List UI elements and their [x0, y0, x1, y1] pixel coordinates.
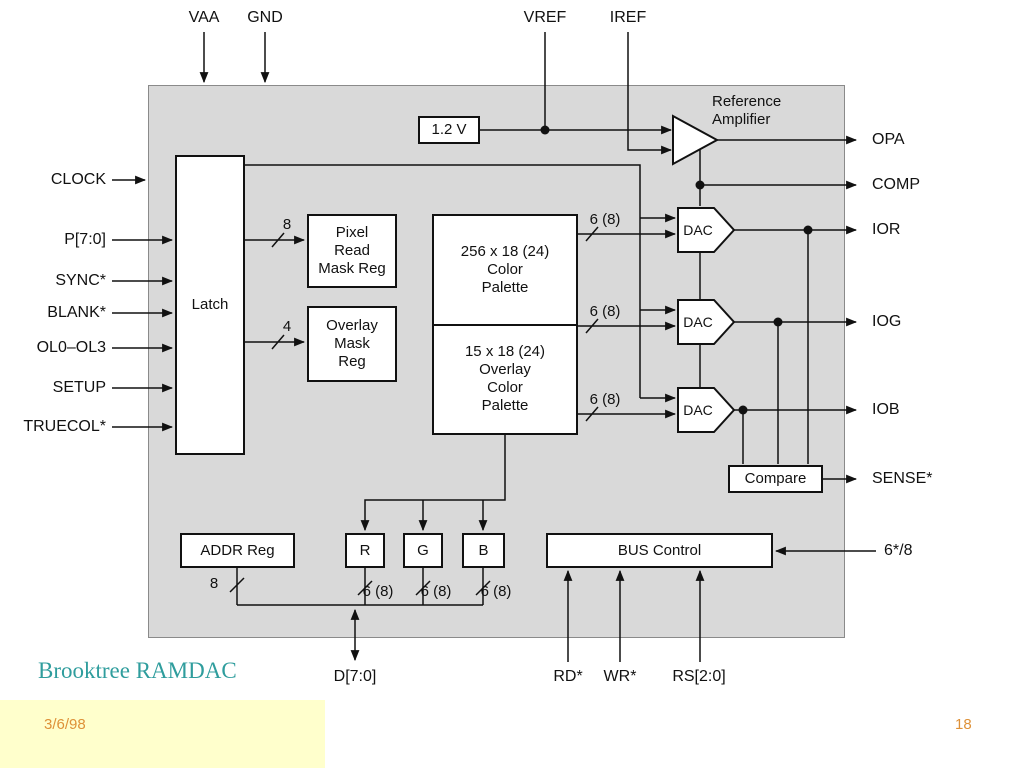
pin-label-ol0-ol3: OL0–OL3 [36, 339, 106, 356]
color-palette-block: 256 x 18 (24) Color Palette 15 x 18 (24)… [432, 214, 578, 435]
addr-reg-block: ADDR Reg [180, 533, 295, 568]
dac-red-label: DAC [683, 222, 713, 238]
wire-latch-direct [245, 164, 641, 398]
bus-slash [357, 580, 373, 596]
dac-red-shape [677, 207, 736, 253]
bus-slash [271, 334, 285, 350]
latch-block: Latch [175, 155, 245, 455]
junction-dot [695, 180, 705, 190]
pin-label-ior: IOR [872, 221, 901, 238]
pin-label-wr: WR* [603, 668, 637, 685]
bus-control-label: BUS Control [617, 541, 702, 559]
bus-control-block: BUS Control [546, 533, 773, 568]
dac-green-shape [677, 299, 736, 345]
compare-label: Compare [744, 470, 807, 487]
bus-slash [271, 232, 285, 248]
bus-width-data-r: 6 (8) [362, 583, 394, 600]
bus-width-dac-b: 6 (8) [589, 391, 621, 408]
dac-green-label: DAC [683, 314, 713, 330]
pin-label-vaa: VAA [188, 9, 220, 26]
addr-reg-label: ADDR Reg [200, 541, 275, 559]
junction-dot [773, 317, 783, 327]
reference-amplifier-shape [672, 114, 720, 166]
junction-dot [738, 405, 748, 415]
wire-palette-r [360, 435, 506, 532]
bus-slash [415, 580, 431, 596]
junction-dot [803, 225, 813, 235]
pin-label-iref: IREF [609, 9, 647, 26]
bus-width-pixel: 8 [282, 216, 292, 233]
junction-dots [540, 125, 813, 415]
pin-label-blank: BLANK* [47, 304, 106, 321]
latch-label: Latch [191, 296, 229, 313]
bus-slash [585, 226, 599, 242]
pin-label-rs20: RS[2:0] [672, 668, 726, 685]
reference-voltage-label: 1.2 V [431, 121, 467, 138]
color-palette-label: 256 x 18 (24) Color Palette [460, 242, 550, 296]
pin-label-clock: CLOCK [50, 171, 106, 188]
overlay-mask-reg-block: Overlay Mask Reg [307, 306, 397, 382]
pixel-read-mask-reg-label: Pixel Read Mask Reg [318, 224, 386, 277]
reference-voltage-block: 1.2 V [418, 116, 480, 144]
overlay-color-palette-label: 15 x 18 (24) Overlay Color Palette [434, 323, 576, 434]
pin-label-truecol: TRUECOL* [23, 418, 106, 435]
pin-label-setup: SETUP [52, 379, 106, 396]
footer-date: 3/6/98 [44, 716, 86, 733]
footer-highlight-band [0, 700, 325, 768]
diagram-caption: Brooktree RAMDAC [38, 658, 237, 683]
pin-label-sync: SYNC* [55, 272, 106, 289]
bus-slash [585, 406, 599, 422]
pixel-read-mask-reg-block: Pixel Read Mask Reg [307, 214, 397, 288]
bus-width-data-b: 6 (8) [480, 583, 512, 600]
red-label: R [359, 541, 371, 559]
pin-label-gnd: GND [247, 9, 283, 26]
wire-iref [627, 32, 673, 155]
bus-width-dac-r: 6 (8) [589, 211, 621, 228]
pin-label-rd: RD* [553, 668, 583, 685]
pin-label-d70: D[7:0] [333, 668, 377, 685]
bus-width-dac-g: 6 (8) [589, 303, 621, 320]
pin-label-vref: VREF [523, 9, 567, 26]
red-block: R [345, 533, 385, 568]
green-label: G [417, 541, 429, 559]
bus-slash [229, 577, 245, 593]
wires [112, 32, 876, 662]
pin-label-sense: SENSE* [872, 470, 933, 487]
bus-width-overlay: 4 [282, 318, 292, 335]
bus-slashes [229, 226, 599, 596]
pin-label-6-8: 6*/8 [884, 542, 913, 559]
reference-amplifier-label: Reference Amplifier [712, 93, 782, 128]
overlay-mask-reg-label: Overlay Mask Reg [326, 317, 378, 370]
shapes [672, 114, 736, 433]
pin-label-iog: IOG [872, 313, 902, 330]
junction-dot [540, 125, 550, 135]
dac-blue-shape [677, 387, 736, 433]
blue-block: B [462, 533, 505, 568]
dac-blue-label: DAC [683, 402, 713, 418]
pin-label-p70: P[7:0] [64, 231, 106, 248]
compare-block: Compare [728, 465, 823, 493]
pin-label-comp: COMP [872, 176, 920, 193]
bus-slash [475, 580, 491, 596]
pin-label-iob: IOB [872, 401, 900, 418]
footer-page-number: 18 [955, 716, 972, 733]
bus-width-addr: 8 [209, 575, 219, 592]
pin-label-opa: OPA [872, 131, 905, 148]
blue-label: B [478, 541, 489, 559]
bus-slash [585, 318, 599, 334]
bus-width-data-g: 6 (8) [420, 583, 452, 600]
green-block: G [403, 533, 443, 568]
